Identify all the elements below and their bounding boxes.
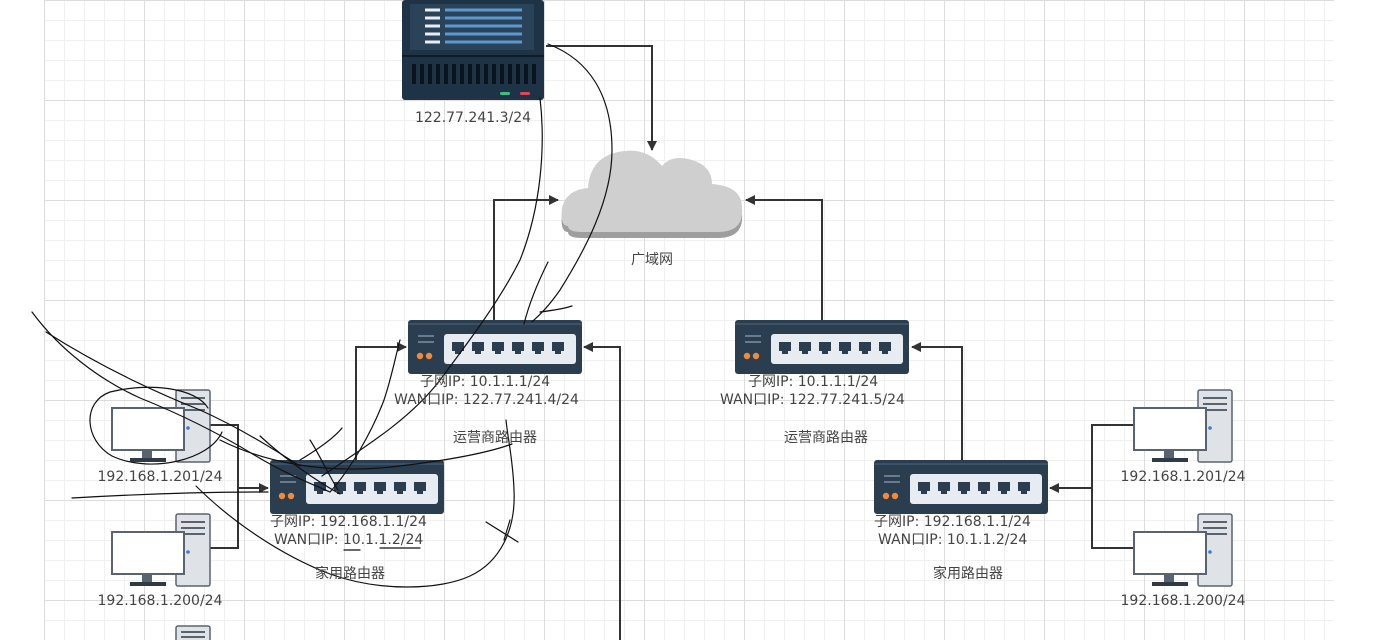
left-pc-201-ip: 192.168.1.201/24: [97, 469, 223, 485]
right-isp-router-name: 运营商路由器: [784, 430, 868, 446]
link-left-home-isp: [355, 342, 407, 462]
left-isp-router-icon: [408, 320, 582, 374]
link-left-isp-wan: [493, 195, 559, 322]
left-isp-router-name: 运营商路由器: [453, 430, 537, 446]
left-pc-201-icon: [111, 389, 211, 463]
right-isp-router-icon: [735, 320, 909, 374]
right-pc-201-icon: [1133, 389, 1233, 463]
left-pc-partial-icon: [175, 625, 211, 640]
left-home-router-name: 家用路由器: [315, 566, 385, 582]
server-ip-label: 122.77.241.3/24: [414, 110, 532, 126]
right-isp-wan-ip: WAN口IP: 122.77.241.5/24: [720, 392, 905, 408]
left-home-router-icon: [270, 460, 444, 514]
right-home-router-icon: [874, 460, 1048, 514]
link-right-pcs-home: [1050, 424, 1136, 549]
link-right-isp-wan: [745, 195, 823, 322]
left-home-subnet-ip: 子网IP: 192.168.1.1/24: [270, 514, 427, 530]
right-pc-200-ip: 192.168.1.200/24: [1120, 593, 1246, 609]
cloud-icon: [561, 150, 743, 238]
left-pc-200-ip: 192.168.1.200/24: [97, 593, 223, 609]
right-isp-subnet-ip: 子网IP: 10.1.1.1/24: [748, 374, 879, 390]
right-home-router-name: 家用路由器: [933, 566, 1003, 582]
right-pc-200-icon: [1133, 513, 1233, 587]
canvas-grid: [44, 0, 1334, 640]
right-pc-201-ip: 192.168.1.201/24: [1120, 469, 1246, 485]
right-home-wan-ip: WAN口IP: 10.1.1.2/24: [878, 532, 1028, 548]
server-icon: [402, 0, 544, 100]
left-isp-wan-ip: WAN口IP: 122.77.241.4/24: [394, 392, 579, 408]
handwritten-scribbles: [31, 43, 613, 588]
link-bottom-left-isp: [583, 342, 621, 640]
link-server-wan: [546, 45, 657, 151]
link-left-pcs-home: [210, 424, 268, 549]
left-pc-200-icon: [111, 513, 211, 587]
link-right-home-isp: [911, 342, 963, 462]
left-home-wan-ip: WAN口IP: 10.1.1.2/24: [274, 532, 424, 548]
left-isp-subnet-ip: 子网IP: 10.1.1.1/24: [420, 374, 551, 390]
wan-cloud-label: 广域网: [631, 252, 673, 268]
right-home-subnet-ip: 子网IP: 192.168.1.1/24: [874, 514, 1031, 530]
